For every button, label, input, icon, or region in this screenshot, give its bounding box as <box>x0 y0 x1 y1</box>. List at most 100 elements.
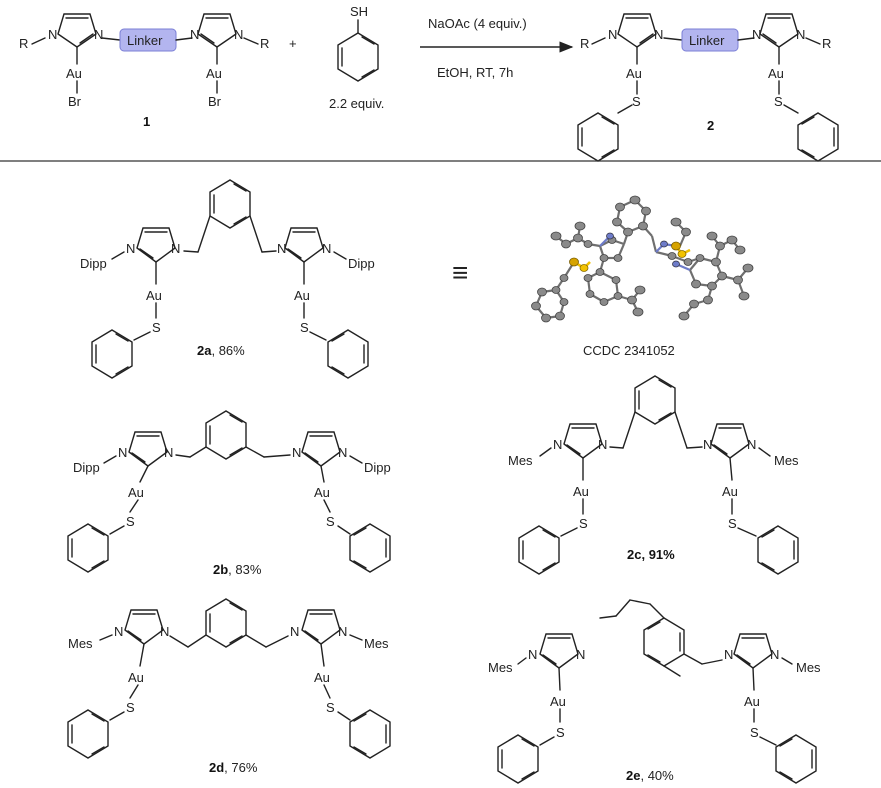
equivalence-symbol: ≡ <box>452 257 468 288</box>
substituent-label: Dipp <box>73 460 100 475</box>
compound-yield: , 86% <box>211 343 245 358</box>
compound-2c: N N Mes Au S N N Mes Au S 2c, 91% <box>508 375 799 575</box>
thiophenol: SH 2.2 equiv. <box>329 4 384 111</box>
compound-2a: N N Dipp Au S N N Dipp Au S 2a, 86% <box>80 179 375 379</box>
nitrogen-label: N <box>576 647 585 662</box>
condition-line-1: NaOAc (4 equiv.) <box>428 16 527 31</box>
nitrogen-label: N <box>703 437 712 452</box>
compound-2b: N N Dipp Au S N N Dipp Au S 2b, 83% <box>67 410 391 577</box>
nitrogen-label: N <box>171 241 180 256</box>
nitrogen-label: N <box>654 27 663 42</box>
nitrogen-label: N <box>277 241 286 256</box>
gold-label: Au <box>314 670 330 685</box>
bromide-label: Br <box>208 94 222 109</box>
sulfur-label: S <box>126 700 135 715</box>
nitrogen-label: N <box>724 647 733 662</box>
nitrogen-label: N <box>752 27 761 42</box>
substituent-label: Mes <box>364 636 389 651</box>
substituent-label: Mes <box>508 453 533 468</box>
plus-sign: + <box>289 36 297 51</box>
nitrogen-label: N <box>338 624 347 639</box>
compound-2: R N N Au S Linker N N R Au S 2 <box>577 13 839 162</box>
linker-label: Linker <box>689 33 725 48</box>
nitrogen-label: N <box>608 27 617 42</box>
compound-1: R N N Au Br Linker N N R Au Br 1 <box>19 13 269 129</box>
compound-2b-caption: 2b, 83% <box>213 562 262 577</box>
substituent-label: Dipp <box>364 460 391 475</box>
compound-yield: , 76% <box>224 760 258 775</box>
sulfur-label: S <box>632 94 641 109</box>
sulfur-label: S <box>579 516 588 531</box>
substituent-label: Dipp <box>348 256 375 271</box>
compound-yield: , 91% <box>641 547 675 562</box>
substituent-label: Mes <box>68 636 93 651</box>
gold-label: Au <box>550 694 566 709</box>
compound-id: 2b <box>213 562 228 577</box>
compound-2d: N N Mes Au S N N Mes Au S 2d, 76% <box>67 598 391 775</box>
nitrogen-label: N <box>338 445 347 460</box>
sulfur-label: S <box>728 516 737 531</box>
r-group-label: R <box>260 36 269 51</box>
compound-id: 2a <box>197 343 212 358</box>
linker-label: Linker <box>127 33 163 48</box>
compound-id: 2d <box>209 760 224 775</box>
compound-2c-caption: 2c, 91% <box>627 547 675 562</box>
compound-2e: N N Mes Au S N N Mes Au S 2e, 40% <box>488 599 821 784</box>
compound-yield: , 40% <box>640 768 674 783</box>
gold-label: Au <box>128 670 144 685</box>
nitrogen-label: N <box>126 241 135 256</box>
gold-label: Au <box>314 485 330 500</box>
nitrogen-label: N <box>322 241 331 256</box>
gold-label: Au <box>744 694 760 709</box>
nitrogen-label: N <box>118 445 127 460</box>
substituent-label: Mes <box>774 453 799 468</box>
gold-label: Au <box>722 484 738 499</box>
reaction-scheme: R N N Au Br Linker N N R Au Br 1 + SH <box>19 4 839 162</box>
sulfur-label: S <box>300 320 309 335</box>
substituent-label: Mes <box>796 660 821 675</box>
nitrogen-label: N <box>48 27 57 42</box>
gold-label: Au <box>768 66 784 81</box>
thiol-label: SH <box>350 4 368 19</box>
sulfur-label: S <box>152 320 161 335</box>
compound-2e-caption: 2e, 40% <box>626 768 674 783</box>
nitrogen-label: N <box>160 624 169 639</box>
sulfur-label: S <box>326 514 335 529</box>
nitrogen-label: N <box>770 647 779 662</box>
r-group-label: R <box>580 36 589 51</box>
substituent-label: Dipp <box>80 256 107 271</box>
nitrogen-label: N <box>292 445 301 460</box>
gold-label: Au <box>206 66 222 81</box>
gold-label: Au <box>626 66 642 81</box>
nitrogen-label: N <box>598 437 607 452</box>
gold-label: Au <box>146 288 162 303</box>
compound-1-number: 1 <box>143 114 150 129</box>
compound-yield: , 83% <box>228 562 262 577</box>
nitrogen-label: N <box>290 624 299 639</box>
gold-label: Au <box>294 288 310 303</box>
sulfur-label: S <box>750 725 759 740</box>
r-group-label: R <box>19 36 28 51</box>
thiol-equiv: 2.2 equiv. <box>329 96 384 111</box>
nitrogen-label: N <box>94 27 103 42</box>
compound-2a-caption: 2a, 86% <box>197 343 245 358</box>
r-group-label: R <box>822 36 831 51</box>
crystal-structure-image <box>531 195 754 323</box>
sulfur-label: S <box>774 94 783 109</box>
gold-label: Au <box>128 485 144 500</box>
gold-label: Au <box>66 66 82 81</box>
sulfur-label: S <box>126 514 135 529</box>
sulfur-label: S <box>556 725 565 740</box>
bromide-label: Br <box>68 94 82 109</box>
substituent-label: Mes <box>488 660 513 675</box>
nitrogen-label: N <box>114 624 123 639</box>
nitrogen-label: N <box>553 437 562 452</box>
condition-line-2: EtOH, RT, 7h <box>437 65 513 80</box>
nitrogen-label: N <box>747 437 756 452</box>
compound-2-number: 2 <box>707 118 714 133</box>
gold-label: Au <box>573 484 589 499</box>
compound-2d-caption: 2d, 76% <box>209 760 258 775</box>
ccdc-label: CCDC 2341052 <box>583 343 675 358</box>
nitrogen-label: N <box>190 27 199 42</box>
